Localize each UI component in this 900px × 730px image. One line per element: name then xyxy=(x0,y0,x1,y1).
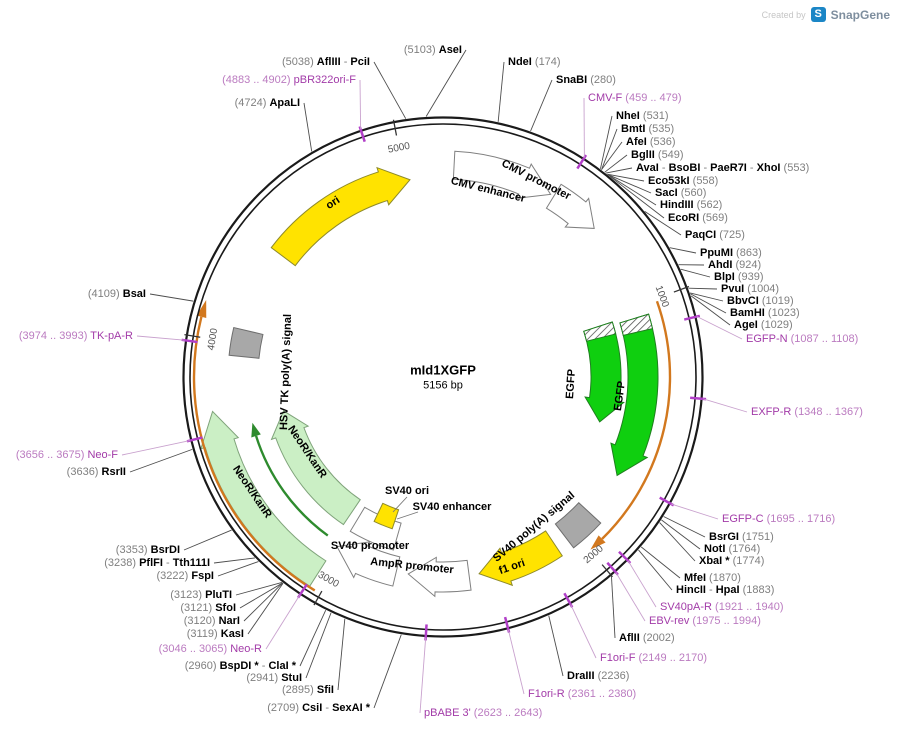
feature-egfp-hatch-cap xyxy=(583,321,617,342)
scale-tick-label: 3000 xyxy=(316,570,341,591)
primer-leader-line xyxy=(136,335,185,341)
feature-egfp xyxy=(583,321,625,423)
enzyme-leader-line xyxy=(217,561,259,577)
scale-tick-label: 2000 xyxy=(582,543,606,566)
feature-egfp-hatch-cap xyxy=(619,313,654,336)
scale-tick-label: 1000 xyxy=(653,284,671,309)
feature-orf-arrow-neo xyxy=(254,435,329,537)
feature-orf-arrow-left-head xyxy=(196,300,207,318)
snapgene-logo-icon: S xyxy=(810,7,826,22)
feature-leader-line xyxy=(392,496,408,513)
primer-leader-line xyxy=(702,398,748,413)
feature-orf-arrow-left xyxy=(192,316,316,592)
plasmid-title: mId1XGFP 5156 bp xyxy=(410,363,476,392)
enzyme-leader-line xyxy=(305,612,332,679)
leader-lines xyxy=(121,49,748,714)
primer-leader-line xyxy=(121,440,190,456)
feature-orf-arrow-neo-head xyxy=(251,422,261,438)
enzyme-leader-line xyxy=(373,61,407,119)
enzyme-leader-line xyxy=(607,174,657,206)
feature-neor-kanr xyxy=(270,410,361,526)
feature-hsv-tk-poly-a-signal xyxy=(228,326,264,359)
enzyme-leader-line xyxy=(663,516,706,538)
enzyme-leader-line xyxy=(548,615,564,677)
feature-sv40-enhancer xyxy=(349,506,402,551)
enzyme-leader-line xyxy=(661,519,701,550)
feature-sv40-poly-a-signal xyxy=(554,501,602,549)
enzyme-leader-line xyxy=(373,634,402,709)
primer-leader-line xyxy=(627,560,657,608)
enzyme-leader-line xyxy=(605,167,633,174)
enzyme-leader-line xyxy=(689,292,724,302)
enzyme-leader-line xyxy=(129,448,193,473)
watermark-brand: SnapGene xyxy=(830,7,890,22)
enzyme-leader-line xyxy=(607,174,652,194)
enzyme-leader-line xyxy=(607,173,645,182)
enzyme-leader-line xyxy=(530,79,553,132)
feature-ori xyxy=(270,166,411,267)
scale-tick xyxy=(673,285,690,293)
primer-leader-line xyxy=(265,594,301,650)
primer-leader-line xyxy=(570,604,597,659)
plasmid-size: 5156 bp xyxy=(423,379,463,392)
enzyme-leader-line xyxy=(601,141,623,170)
enzyme-leader-line xyxy=(604,154,628,173)
enzyme-leader-line xyxy=(303,102,313,152)
enzyme-leader-line xyxy=(688,287,718,290)
enzyme-leader-line xyxy=(497,61,505,122)
enzyme-leader-line xyxy=(690,295,731,326)
plasmid-backbone xyxy=(182,116,704,638)
watermark-created-by: Created by xyxy=(761,9,806,20)
primer-leader-line xyxy=(615,572,646,622)
enzyme-leader-line xyxy=(669,247,697,254)
feature-leader-line xyxy=(396,511,419,520)
enzyme-leader-line xyxy=(638,549,673,591)
primer-leader-line xyxy=(359,79,362,130)
feature-sv40-promoter xyxy=(336,541,401,587)
enzyme-leader-line xyxy=(611,576,616,639)
backbone-outer-circle xyxy=(182,116,704,638)
primer-leader-line xyxy=(419,637,427,714)
primer-leader-line xyxy=(507,629,525,695)
scale-tick xyxy=(392,119,398,136)
enzyme-leader-line xyxy=(247,582,284,635)
enzyme-leader-line xyxy=(337,618,346,691)
watermark: Created by S SnapGene xyxy=(762,7,890,22)
feature-arcs xyxy=(192,150,672,598)
enzyme-leader-line xyxy=(601,128,618,170)
enzyme-leader-line xyxy=(299,609,327,667)
scale-tick xyxy=(184,334,201,338)
feature-egfp xyxy=(610,313,659,477)
scale-tick xyxy=(313,590,323,606)
enzyme-leader-line xyxy=(183,529,232,551)
plasmid-name: mId1XGFP xyxy=(410,362,476,378)
enzyme-leader-line xyxy=(690,293,727,314)
feature-f1-ori xyxy=(478,530,563,587)
backbone-inner-circle xyxy=(189,123,697,631)
feature-orf-arrow-right-head xyxy=(590,535,606,550)
feature-orf-arrow-right xyxy=(601,300,672,540)
scale-tick xyxy=(601,564,613,578)
enzyme-leader-line xyxy=(243,582,283,622)
enzyme-leader-line xyxy=(239,582,283,609)
feature-cmv-enhancer xyxy=(452,150,552,199)
enzyme-leader-line xyxy=(425,49,467,117)
scale-tick-label: 5000 xyxy=(387,141,411,156)
feature-cmv-promoter xyxy=(545,183,595,229)
primer-leader-line xyxy=(696,316,743,340)
enzyme-leader-line xyxy=(609,175,665,219)
primer-leader-line xyxy=(670,503,719,520)
enzyme-leader-line xyxy=(213,557,255,564)
enzyme-leader-line xyxy=(680,268,711,278)
feature-sv40-ori xyxy=(373,502,400,530)
feature-ampr-promoter xyxy=(407,556,472,598)
enzyme-leader-line xyxy=(644,210,682,236)
enzyme-leader-line xyxy=(640,546,681,579)
enzyme-leader-line xyxy=(235,581,283,596)
enzyme-leader-line xyxy=(600,115,613,169)
enzyme-leader-line xyxy=(659,522,696,562)
scale-tick-label: 4000 xyxy=(206,327,221,351)
enzyme-leader-line xyxy=(149,293,194,302)
